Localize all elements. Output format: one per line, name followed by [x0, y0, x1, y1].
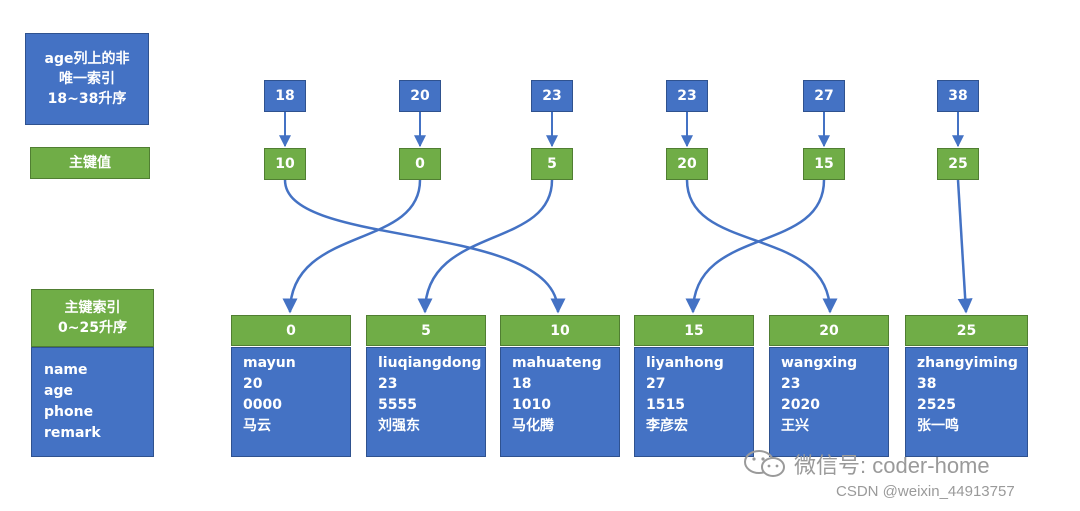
pk-value-label: 15	[814, 156, 834, 172]
record-body: liyanhong 27 1515 李彦宏	[634, 347, 754, 457]
age-key-label: 23	[542, 88, 562, 104]
legend-label: 主键值	[69, 155, 111, 171]
age-key-label: 27	[814, 88, 834, 104]
age-key-label: 20	[410, 88, 430, 104]
pk-value: 5	[531, 148, 573, 180]
record-name: liuqiangdong	[378, 355, 482, 371]
record-age: 23	[781, 376, 801, 392]
pk-value: 0	[399, 148, 441, 180]
pk-to-record-arrow	[283, 179, 566, 314]
record-id-label: 5	[421, 322, 431, 339]
record-remark: 李彦宏	[646, 418, 688, 434]
record-id-label: 20	[819, 322, 839, 339]
pk-value: 10	[264, 148, 306, 180]
pk-value: 25	[937, 148, 979, 180]
record-name: zhangyiming	[917, 355, 1018, 371]
record-id-label: 15	[684, 322, 704, 339]
record-remark: 马化腾	[512, 418, 554, 434]
record-id: 15	[634, 315, 754, 346]
field-label: age	[44, 383, 73, 399]
record-remark: 刘强东	[378, 418, 420, 434]
record-body: mayun 20 0000 马云	[231, 347, 351, 457]
wechat-watermark-text: 微信号: coder-home	[794, 453, 990, 478]
primary-key-value-legend: 主键值	[30, 147, 150, 179]
pk-value-label: 5	[547, 156, 557, 172]
record-body: wangxing 23 2020 王兴	[769, 347, 889, 457]
record-id: 0	[231, 315, 351, 346]
pk-value: 15	[803, 148, 845, 180]
pk-to-record-arrow	[417, 179, 554, 314]
pk-value-label: 10	[275, 156, 295, 172]
field-label: phone	[44, 404, 94, 420]
wechat-watermark: 微信号: coder-home	[742, 448, 990, 480]
age-key: 27	[803, 80, 845, 112]
record-body: mahuateng 18 1010 马化腾	[500, 347, 620, 457]
record-id: 20	[769, 315, 889, 346]
record-age: 23	[378, 376, 398, 392]
record-phone: 1515	[646, 397, 685, 413]
legend-line: 0~25升序	[58, 320, 127, 336]
pk-value: 20	[666, 148, 708, 180]
record-fields-legend: name age phone remark	[31, 347, 154, 457]
primary-index-legend: 主键索引 0~25升序	[31, 289, 154, 347]
legend-line: 18~38升序	[47, 91, 127, 107]
pk-value-label: 0	[415, 156, 425, 172]
field-label: name	[44, 362, 88, 378]
record-id: 5	[366, 315, 486, 346]
record-remark: 王兴	[781, 418, 809, 434]
legend-line: 唯一索引	[59, 71, 115, 87]
record-id-label: 25	[956, 322, 977, 339]
pk-to-record-arrow	[685, 179, 838, 314]
record-id-label: 10	[550, 322, 570, 339]
age-key: 38	[937, 80, 979, 112]
pk-value-label: 25	[948, 156, 968, 172]
record-phone: 5555	[378, 397, 417, 413]
pk-value-label: 20	[677, 156, 697, 172]
record-phone: 1010	[512, 397, 551, 413]
legend-line: 主键索引	[64, 300, 121, 316]
record-name: liyanhong	[646, 355, 724, 371]
pk-to-record-arrow	[282, 179, 422, 314]
csdn-watermark: CSDN @weixin_44913757	[836, 483, 1015, 500]
record-remark: 张一鸣	[917, 418, 959, 434]
record-age: 38	[917, 376, 937, 392]
record-phone: 0000	[243, 397, 282, 413]
pk-to-record-arrow	[685, 179, 826, 314]
record-id: 25	[905, 315, 1028, 346]
age-key: 23	[531, 80, 573, 112]
legend-line: age列上的非	[44, 51, 130, 67]
record-age: 27	[646, 376, 666, 392]
record-name: wangxing	[781, 355, 858, 371]
record-phone: 2020	[781, 397, 820, 413]
age-key: 23	[666, 80, 708, 112]
record-body: liuqiangdong 23 5555 刘强东	[366, 347, 486, 457]
pk-to-record-arrow	[956, 179, 973, 314]
record-id: 10	[500, 315, 620, 346]
record-age: 18	[512, 376, 532, 392]
secondary-index-legend: age列上的非 唯一索引 18~38升序	[25, 33, 149, 125]
age-key-label: 18	[275, 88, 295, 104]
age-key-label: 23	[677, 88, 697, 104]
age-key: 20	[399, 80, 441, 112]
record-id-label: 0	[286, 322, 296, 339]
record-name: mayun	[243, 355, 296, 371]
age-key-label: 38	[948, 88, 968, 104]
record-phone: 2525	[917, 397, 956, 413]
record-body: zhangyiming 38 2525 张一鸣	[905, 347, 1028, 457]
age-key: 18	[264, 80, 306, 112]
field-label: remark	[44, 425, 101, 441]
record-age: 20	[243, 376, 263, 392]
record-remark: 马云	[243, 418, 271, 434]
wechat-icon	[744, 450, 785, 477]
record-name: mahuateng	[512, 355, 602, 371]
